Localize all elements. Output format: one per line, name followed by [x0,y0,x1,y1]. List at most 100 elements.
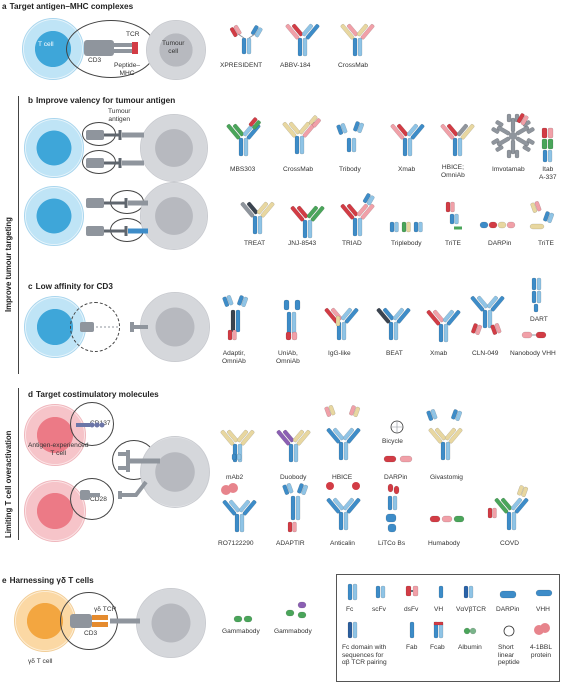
legend [336,574,560,682]
bracket-top [18,96,19,374]
t-cell-label-a: T cell [38,41,54,48]
synapse-ring-c [70,302,120,352]
format-icon-b1-6 [541,127,554,163]
legend-icon-fab [409,621,415,639]
format-icon-c-6 [531,277,542,313]
format-label-b1-2: Tribody [339,166,361,173]
synapse-ring-d1 [70,402,114,446]
format-label-c-5: CLN-049 [472,350,499,357]
tcr-label-a: TCR [126,31,140,38]
format-label-c-7: Nanobody VHH [510,350,556,357]
format-icon-b1-3 [390,123,425,157]
format-icon-c-1 [283,299,301,341]
format-label-d1-4: DARPin [384,474,408,481]
section-a-heading: Target antigen–MHC complexes [9,2,134,11]
format-icon-b2-3 [389,221,423,233]
legend-label-dsfv: dsFv [404,606,419,613]
pmhc-label-a: Peptide– MHC [114,62,141,77]
format-icon-b2-0 [240,201,275,235]
format-label-a-0: XPRESIDENT [220,62,263,69]
format-label-c-3: BEAT [386,350,403,357]
format-icon-b2-2 [340,193,375,237]
synapse-ring-d2 [70,478,114,520]
section-d-letter: d [28,390,34,399]
format-label-e-1: Gammabody [274,628,312,635]
legend-icon-darpin [499,590,517,599]
format-icon-a-1 [285,23,320,57]
legend-label-peptide: Short linear peptide [498,644,520,667]
t-cell-b1 [24,118,84,178]
side-label-tumour-targeting: Improve tumour targeting [4,217,13,312]
format-icon-d2-4 [429,515,465,523]
format-label-d2-2: Anticalin [330,540,355,547]
format-label-d2-5: COVD [500,540,520,547]
format-icon-e-0 [233,615,253,623]
receptor-d-mid [118,450,160,472]
format-label-b1-1: CrossMab [283,166,314,173]
section-e-heading: Harnessing γδ T cells [9,576,94,585]
receptor-e [70,614,140,628]
format-icon-b1-1 [282,115,321,155]
cd3-label-e: CD3 [84,630,98,637]
legend-label-scfv: scFv [372,606,386,613]
t-cell-b2 [24,186,84,246]
antigen-experienced-label: Antigen-experienced T cell [28,442,89,457]
format-label-d2-4: Humabody [428,540,460,547]
format-label-b2-6: TriTE [538,240,554,247]
bracket-bottom [18,388,19,540]
legend-label-tcr: VαVβTCR [456,606,486,613]
format-label-b2-2: TRIAD [342,240,362,247]
tumour-cell-b2 [140,182,208,250]
format-label-d1-5: Givastomig [430,474,463,481]
side-label-overactivation: Limiting T cell overactivation [4,430,13,538]
cd3-label-a: CD3 [88,57,102,64]
format-label-b2-4: TriTE [445,240,461,247]
legend-label-fcab: Fcab [430,644,445,651]
format-icon-c-7 [521,331,547,339]
legend-label-fc: Fc [346,606,354,613]
section-b-heading: Improve valency for tumour antigen [36,96,176,105]
format-label-b1-6: Itab A-337 [539,166,557,181]
tumour-cell-b1 [140,114,208,182]
tumour-cell-label-a: Tumour cell [162,40,185,55]
legend-icon-dsfv [405,585,419,597]
format-icon-d1-5 [426,409,463,461]
format-label-b1-4: HBICE; OmniAb [441,164,465,179]
legend-icon-scfv [375,585,386,599]
section-c-letter: c [28,282,33,291]
format-icon-b1-5 [491,113,535,159]
format-label-d1-1: Duobody [280,474,307,481]
format-label-b1-0: MBS303 [230,166,256,173]
format-label-c-6: DART [530,316,548,323]
format-icon-a-0 [229,24,263,55]
tumour-cell-e [136,588,206,658]
format-label-c-1: UniAb, OmniAb [276,350,300,365]
format-label-b2-1: JNJ-8543 [288,240,317,247]
format-icon-d1-3 [390,420,404,434]
format-label-a-1: ABBV-184 [280,62,311,69]
format-icon-d1-4 [383,455,413,463]
format-label-a-2: CrossMab [338,62,369,69]
format-label-c-0: Adaptir, OmniAb [222,350,246,365]
legend-label-darpin: DARPin [496,606,520,613]
format-icon-d1-2 [324,405,361,461]
format-label-e-0: Gammabody [222,628,260,635]
format-icon-a-2 [340,23,375,57]
legend-icon-vhh [535,589,553,597]
legend-label-albumin: Albumin [458,644,482,651]
format-icon-d2-3 [385,483,400,533]
format-label-b1-3: Xmab [398,166,416,173]
receptor-d2 [80,480,148,500]
format-label-d1-2: HBICE [332,474,353,481]
gd-cell-label: γδ T cell [28,658,53,665]
format-label-b2-0: TREAT [244,240,266,247]
format-icon-c-5 [470,295,505,336]
legend-icon-fc [347,583,358,601]
format-icon-d2-5 [487,485,529,531]
format-icon-b2-6 [529,201,555,230]
tumour-cell-c [140,292,210,362]
